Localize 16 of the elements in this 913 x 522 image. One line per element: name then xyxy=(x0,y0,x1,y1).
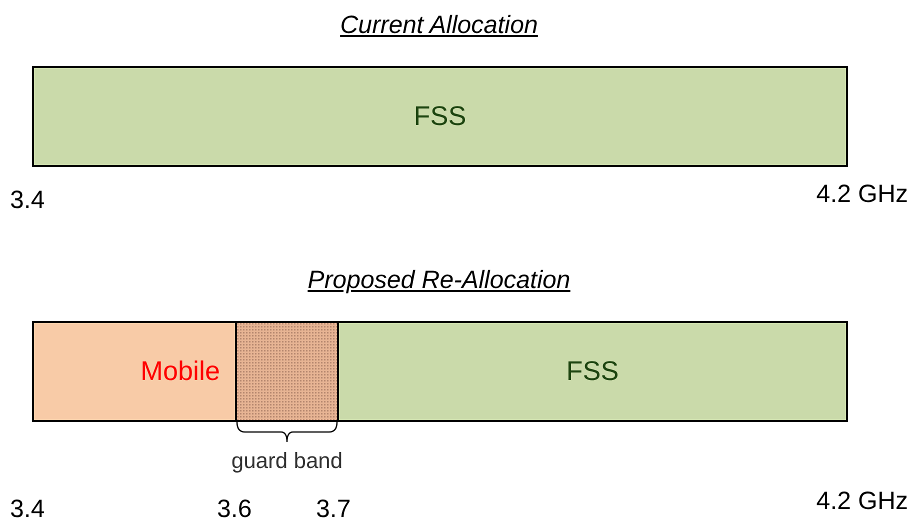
frequency-tick-label: 3.4 xyxy=(10,495,45,522)
band-label: FSS xyxy=(566,356,619,387)
guard-band-box xyxy=(235,321,339,422)
frequency-tick-label: 4.2 GHz xyxy=(816,180,908,209)
band-label: FSS xyxy=(414,101,466,132)
frequency-band xyxy=(337,321,848,422)
frequency-band xyxy=(32,66,848,167)
band-label: Mobile xyxy=(140,356,220,387)
frequency-tick-label: 3.7 xyxy=(316,495,351,522)
section-heading: Proposed Re-Allocation xyxy=(308,266,570,295)
frequency-tick-label: 3.6 xyxy=(217,495,252,522)
section-heading: Current Allocation xyxy=(340,11,538,40)
frequency-band xyxy=(32,321,238,422)
frequency-tick-label: 4.2 GHz xyxy=(816,487,908,516)
bracket-label: guard band xyxy=(231,448,343,474)
frequency-tick-label: 3.4 xyxy=(10,186,45,215)
